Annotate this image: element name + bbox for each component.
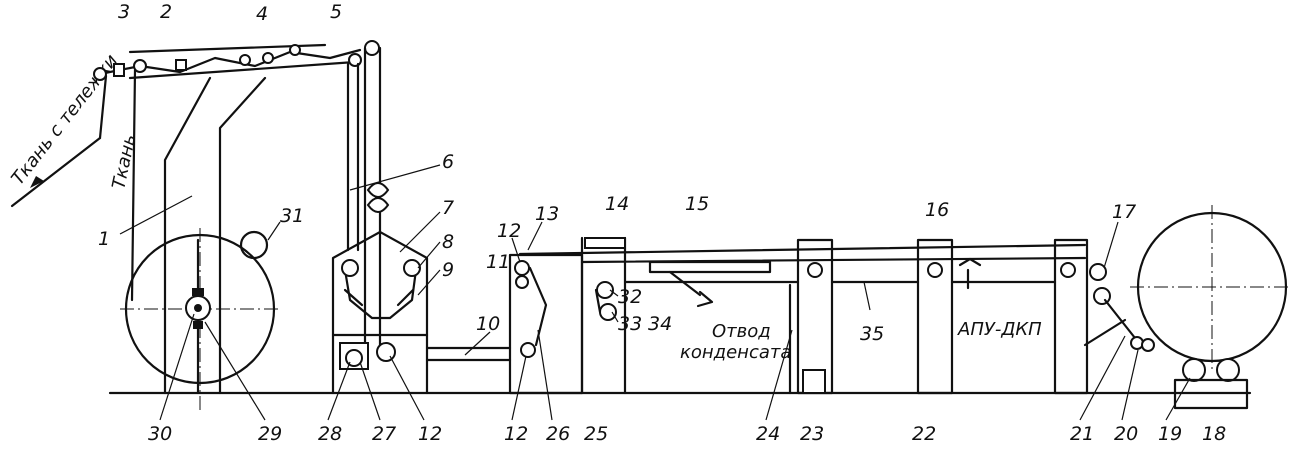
callout-5: 5 bbox=[330, 1, 342, 23]
callout-14: 14 bbox=[605, 193, 629, 215]
callout-34: 34 bbox=[648, 313, 672, 335]
unwinding-frame bbox=[130, 68, 267, 395]
callout-27: 27 bbox=[372, 423, 396, 445]
callout-33: 33 bbox=[618, 313, 642, 335]
callout-24: 24 bbox=[756, 423, 780, 445]
top-guide-frame bbox=[93, 40, 380, 81]
condensate-label-2: конденсата bbox=[680, 342, 791, 363]
callout-2: 2 bbox=[160, 1, 172, 23]
apu-label: АПУ-ДКП bbox=[957, 319, 1042, 340]
condensate-label-1: Отвод bbox=[712, 321, 771, 342]
bottom-leaders bbox=[159, 313, 1191, 421]
callout-29: 29 bbox=[258, 423, 282, 445]
callout-9: 9 bbox=[442, 259, 454, 281]
callout-18: 18 bbox=[1202, 423, 1226, 445]
entry-frame bbox=[508, 253, 584, 395]
callout-11: 11 bbox=[486, 251, 510, 273]
callout-30: 30 bbox=[148, 423, 172, 445]
windup-roll bbox=[1130, 205, 1290, 410]
callout-19: 19 bbox=[1158, 423, 1182, 445]
callout-12-mid: 12 bbox=[418, 423, 442, 445]
callout-12-top: 12 bbox=[497, 220, 521, 242]
callout-17: 17 bbox=[1112, 201, 1136, 223]
heating-section bbox=[594, 257, 982, 321]
roller-31 bbox=[239, 230, 269, 260]
callout-13: 13 bbox=[535, 203, 559, 225]
callout-16: 16 bbox=[925, 199, 949, 221]
callout-3: 3 bbox=[118, 1, 130, 23]
callout-6: 6 bbox=[442, 151, 454, 173]
callout-25: 25 bbox=[584, 423, 608, 445]
callout-31: 31 bbox=[280, 205, 304, 227]
impregnation-unit bbox=[331, 230, 429, 395]
callout-leaders bbox=[119, 164, 1119, 356]
callout-12-low: 12 bbox=[504, 423, 528, 445]
callout-8: 8 bbox=[442, 231, 454, 253]
drive-shaft bbox=[425, 346, 512, 362]
callout-35: 35 bbox=[860, 323, 884, 345]
callout-22: 22 bbox=[912, 423, 936, 445]
fabric-label: Ткань bbox=[108, 133, 140, 191]
callout-1: 1 bbox=[98, 228, 110, 250]
incoming-fabric-arrow bbox=[10, 74, 108, 208]
callout-7: 7 bbox=[442, 197, 454, 219]
callout-23: 23 bbox=[800, 423, 824, 445]
callout-32: 32 bbox=[618, 286, 642, 308]
callout-26: 26 bbox=[546, 423, 570, 445]
callout-20: 20 bbox=[1114, 423, 1138, 445]
callout-4: 4 bbox=[256, 3, 268, 25]
callout-10: 10 bbox=[476, 313, 500, 335]
vertical-column bbox=[346, 46, 390, 357]
winding-unit bbox=[1083, 263, 1155, 352]
unwind-roll bbox=[120, 228, 280, 410]
callout-21: 21 bbox=[1070, 423, 1094, 445]
callout-15: 15 bbox=[685, 193, 709, 215]
callout-28: 28 bbox=[318, 423, 342, 445]
